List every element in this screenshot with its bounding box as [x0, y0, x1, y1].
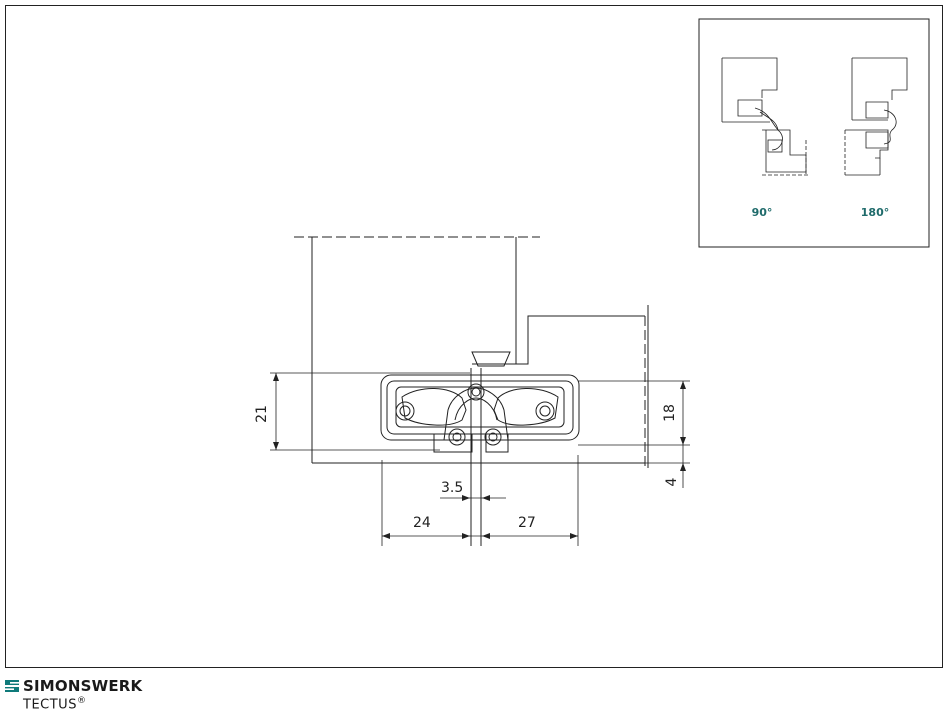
simonswerk-logo-icon — [5, 680, 19, 692]
angle-90-label: 90° — [752, 206, 773, 219]
dim-total-height: 21 — [254, 405, 270, 423]
angle-180-label: 180° — [861, 206, 889, 219]
footer: SIMONSWERK TECTUS® — [5, 676, 305, 716]
dim-body-height: 18 — [662, 404, 678, 422]
dimension-arrows — [273, 373, 686, 539]
inset-box — [699, 19, 929, 247]
product-label: TECTUS — [23, 697, 77, 712]
dim-gap: 3.5 — [441, 480, 463, 496]
dim-right-offset: 27 — [518, 515, 536, 531]
inset-sketch-180 — [845, 58, 907, 175]
dim-left-offset: 24 — [413, 515, 431, 531]
registered-mark: ® — [77, 696, 87, 706]
product-name: TECTUS® — [23, 696, 86, 712]
screw-holes — [396, 384, 554, 445]
dim-reveal: 4 — [664, 477, 680, 486]
door-leaf — [294, 237, 645, 463]
inset-sketch-90 — [722, 58, 810, 175]
brand-logo: SIMONSWERK — [5, 677, 142, 695]
brand-name: SIMONSWERK — [23, 677, 142, 695]
